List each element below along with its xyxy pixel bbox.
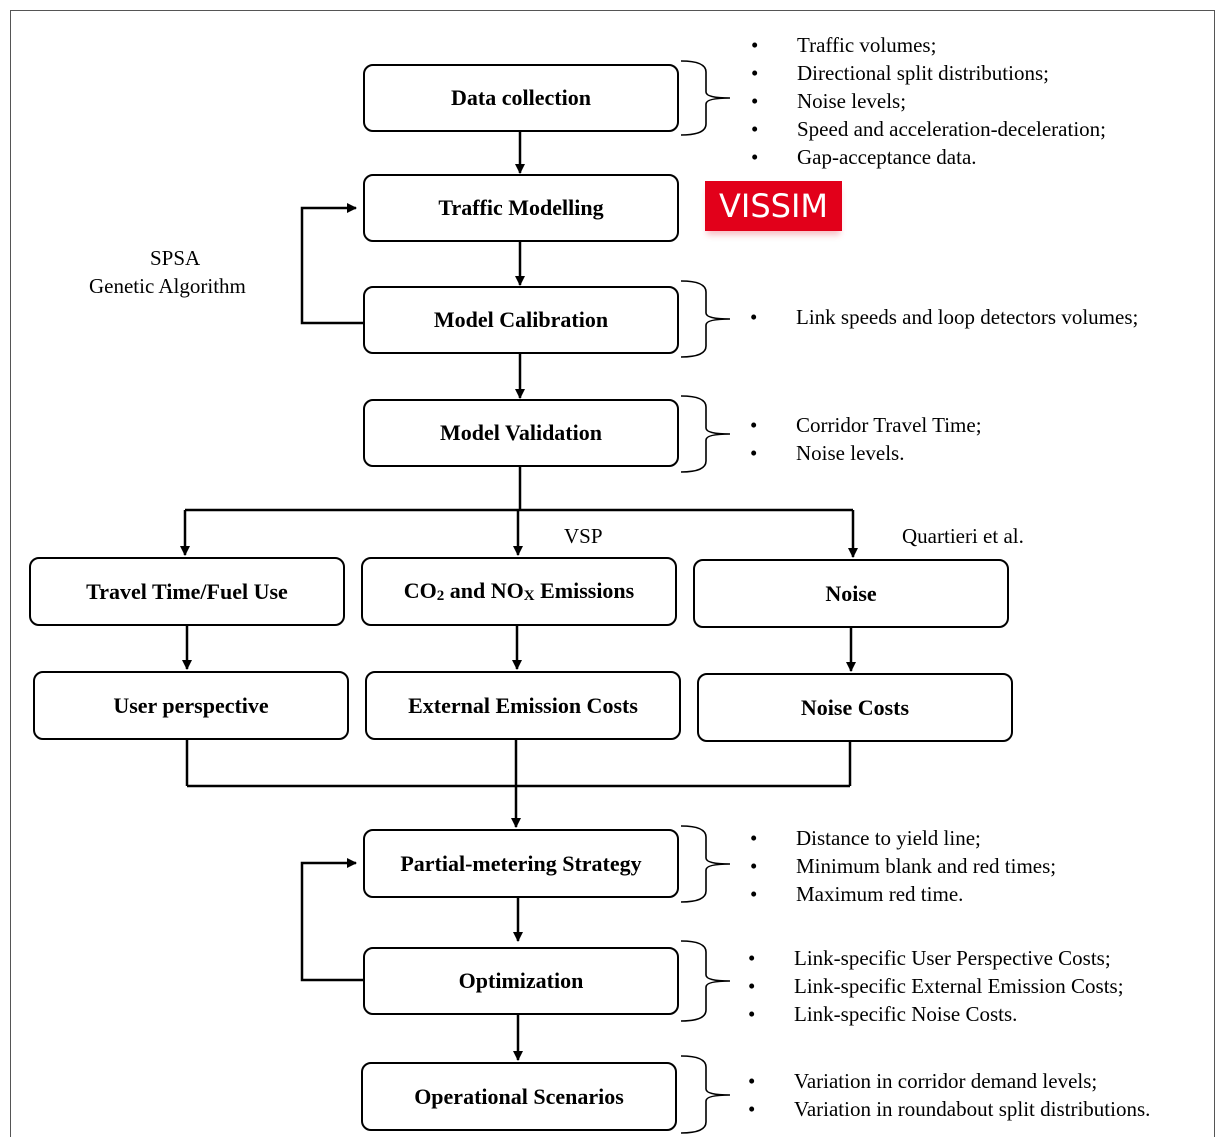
travel-time-fuel-box: Travel Time/Fuel Use — [29, 557, 345, 626]
brace-model-calibration — [680, 280, 731, 358]
model-calibration-notes: Link speeds and loop detectors volumes; — [750, 303, 1138, 331]
spsa-label: SPSA — [150, 246, 201, 270]
noise-label: Noise — [825, 580, 877, 606]
emissions-label: CO2 and NOX Emissions — [403, 578, 635, 604]
list-item: Link-specific Noise Costs. — [748, 1000, 1124, 1028]
calibration-feedback-loop — [300, 203, 363, 325]
partial-metering-box: Partial-metering Strategy — [363, 829, 679, 898]
vsp-label: VSP — [564, 524, 603, 548]
list-item: Link speeds and loop detectors volumes; — [750, 303, 1138, 331]
user-perspective-box: User perspective — [33, 671, 349, 740]
figure-frame — [10, 10, 1215, 1137]
list-item: Corridor Travel Time; — [750, 411, 982, 439]
travel-time-fuel-label: Travel Time/Fuel Use — [86, 578, 288, 604]
list-item: Link-specific External Emission Costs; — [748, 972, 1124, 1000]
model-calibration-label: Model Calibration — [433, 307, 609, 332]
traffic-modelling-label: Traffic Modelling — [438, 195, 604, 220]
traffic-modelling-box: Traffic Modelling — [363, 174, 679, 242]
noise-costs-label: Noise Costs — [800, 694, 910, 720]
list-item: Distance to yield line; — [750, 824, 1056, 852]
noise-box: Noise — [693, 559, 1009, 628]
list-item: Noise levels. — [750, 439, 982, 467]
partial-metering-notes: Distance to yield line; Minimum blank an… — [750, 824, 1056, 908]
quartieri-label: Quartieri et al. — [902, 524, 1024, 548]
list-item: Minimum blank and red times; — [750, 852, 1056, 880]
model-calibration-box: Model Calibration — [363, 286, 679, 354]
optimization-box: Optimization — [363, 947, 679, 1015]
optimization-notes: Link-specific User Perspective Costs; Li… — [748, 944, 1124, 1028]
list-item: Noise levels; — [751, 87, 1106, 115]
list-item: Variation in corridor demand levels; — [748, 1067, 1150, 1095]
partial-metering-label: Partial-metering Strategy — [400, 850, 642, 876]
optimization-feedback-loop — [300, 858, 363, 982]
list-item: Link-specific User Perspective Costs; — [748, 944, 1124, 972]
brace-operational-scenarios — [680, 1055, 731, 1134]
data-collection-box: Data collection — [363, 64, 679, 132]
vissim-logo: VISSIM — [705, 181, 842, 231]
genetic-algorithm-label: Genetic Algorithm — [89, 274, 246, 298]
external-emission-costs-box: External Emission Costs — [365, 671, 681, 740]
model-validation-label: Model Validation — [440, 420, 602, 445]
user-perspective-label: User perspective — [113, 692, 269, 718]
model-validation-box: Model Validation — [363, 399, 679, 467]
data-collection-label: Data collection — [451, 85, 591, 110]
brace-data-collection — [680, 60, 731, 136]
model-validation-notes: Corridor Travel Time; Noise levels. — [750, 411, 982, 467]
list-item: Gap-acceptance data. — [751, 143, 1106, 171]
external-emission-costs-label: External Emission Costs — [408, 692, 638, 718]
optimization-label: Optimization — [458, 968, 584, 993]
list-item: Traffic volumes; — [751, 31, 1106, 59]
brace-optimization — [680, 940, 731, 1022]
operational-scenarios-label: Operational Scenarios — [414, 1083, 624, 1109]
brace-model-validation — [680, 395, 731, 473]
list-item: Variation in roundabout split distributi… — [748, 1095, 1150, 1123]
noise-costs-box: Noise Costs — [697, 673, 1013, 742]
data-collection-notes: Traffic volumes; Directional split distr… — [751, 31, 1106, 171]
operational-scenarios-box: Operational Scenarios — [361, 1062, 677, 1131]
list-item: Speed and acceleration-deceleration; — [751, 115, 1106, 143]
list-item: Maximum red time. — [750, 880, 1056, 908]
emissions-box: CO2 and NOX Emissions — [361, 557, 677, 626]
brace-partial-metering — [680, 825, 731, 903]
list-item: Directional split distributions; — [751, 59, 1106, 87]
operational-scenarios-notes: Variation in corridor demand levels; Var… — [748, 1067, 1150, 1123]
